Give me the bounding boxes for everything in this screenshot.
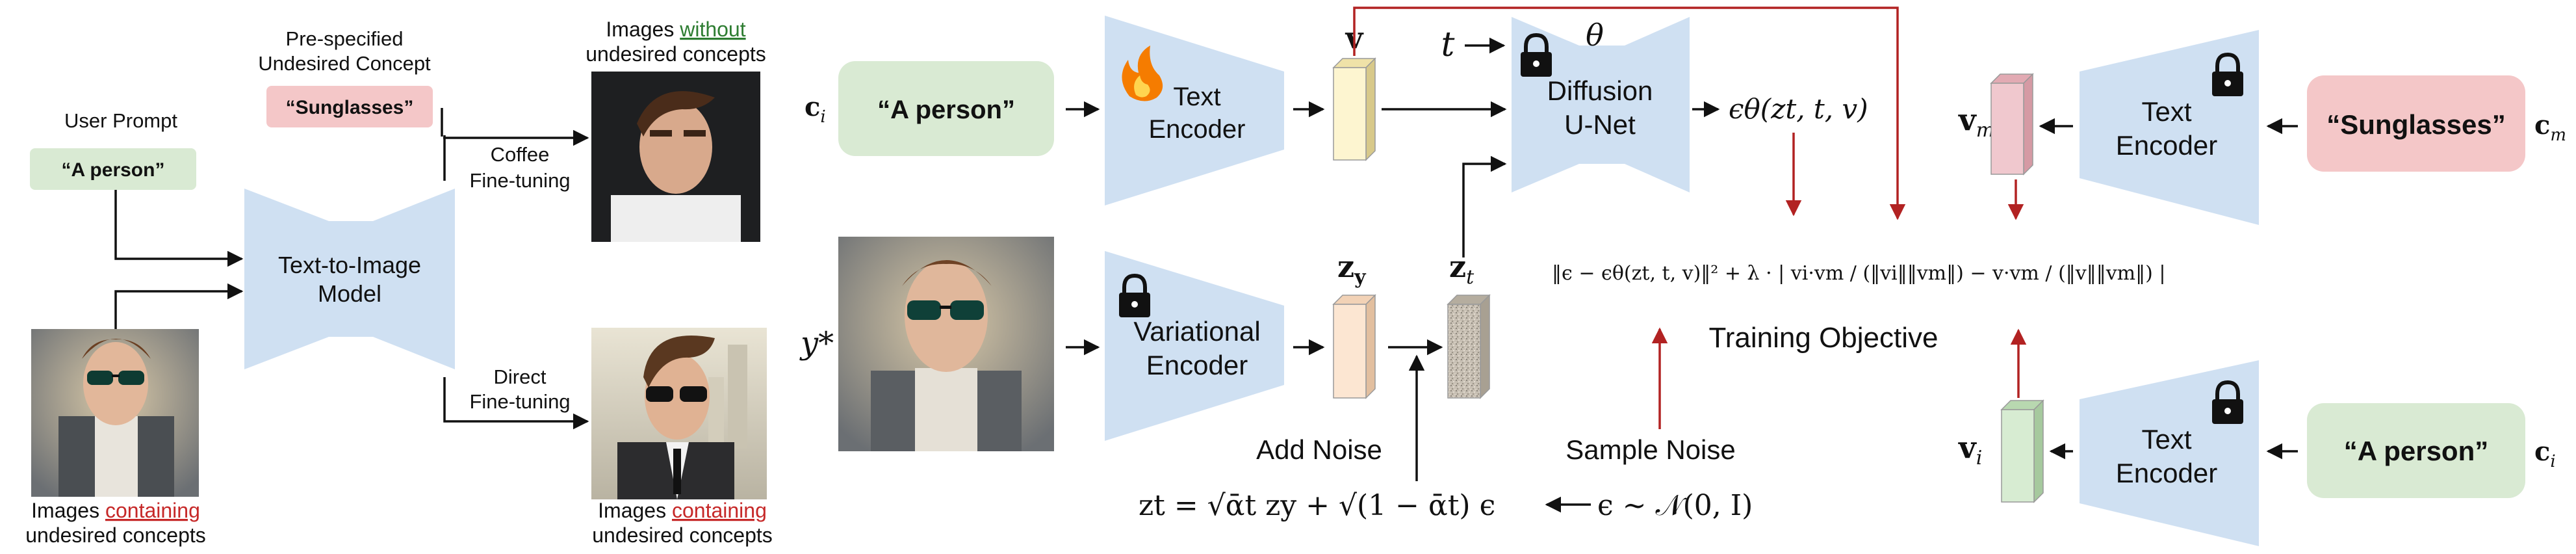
t-label: t (1441, 25, 1455, 64)
prompt-text-right: “A person” (2344, 436, 2488, 466)
arrow-direct (443, 377, 589, 430)
vi-label: vi (1958, 430, 1982, 469)
concept-text: “Sunglasses” (286, 97, 414, 118)
add-noise-label: Add Noise (1256, 434, 1382, 465)
prompt-box-middle (838, 61, 1054, 156)
text-encoder-bottom-line1: Text (2141, 424, 2191, 455)
img-containing-caption-line2: undesired concepts (25, 523, 206, 547)
target-image-with-sunglasses (838, 237, 1054, 451)
user-prompt-label: User Prompt (64, 109, 177, 132)
training-objective-label: Training Objective (1709, 322, 1938, 354)
lock-icon (1119, 273, 1150, 317)
cm-label: cm (2534, 110, 2566, 145)
direct-label-line2: Fine-tuning (469, 390, 570, 413)
vm-label: vm (1958, 102, 1994, 142)
output-image-with-sunglasses (591, 328, 767, 499)
ci-label: ci (805, 92, 826, 127)
concept-text-right: “Sunglasses” (2326, 109, 2505, 140)
unet-line2: U-Net (1564, 109, 1636, 140)
text-encoder-frozen-top (2080, 30, 2259, 225)
sample-noise-label: Sample Noise (1565, 434, 1735, 465)
img-without-caption-line2: undesired concepts (586, 42, 766, 66)
coffee-label-line2: Fine-tuning (469, 169, 570, 192)
direct-label-line1: Direct (494, 365, 547, 388)
lock-icon (1521, 33, 1552, 77)
lock-icon (2212, 380, 2243, 424)
ci-label-right: ci (2534, 436, 2556, 471)
concept-box-right (2307, 75, 2525, 172)
output-image-without-sunglasses (591, 72, 760, 242)
coffee-label-line1: Coffee (491, 143, 550, 166)
eps-sample: ϵ ∼ 𝒩(0, I) (1597, 489, 1753, 522)
unet-line1: Diffusion (1547, 75, 1653, 106)
concept-box (266, 86, 433, 127)
text-encoder-trainable-line1: Text (1173, 83, 1220, 111)
prespecified-label: Pre-specified (286, 27, 404, 50)
arrow-zt-to-unet (1462, 155, 1507, 257)
vi-vector (2000, 399, 2044, 503)
zy-label: zy (1337, 249, 1367, 289)
user-prompt-text: “A person” (62, 159, 165, 181)
img-containing-caption2-line2: undesired concepts (592, 523, 773, 547)
arrow-image-to-model (114, 283, 244, 333)
zy-vector (1332, 294, 1376, 399)
model-label-line1: Text-to-Image (278, 252, 421, 278)
red-arrow-v-to-objective (1353, 7, 1906, 220)
text-to-image-model (244, 189, 455, 369)
text-encoder-bottom-line2: Encoder (2116, 458, 2217, 488)
lock-icon (2212, 52, 2243, 96)
img-containing-caption-line1: Images containing (31, 499, 200, 522)
img-without-caption-line1: Images without (606, 18, 745, 41)
theta-label: θ (1586, 18, 1604, 53)
v-vector (1332, 57, 1376, 161)
ystar-label: y* (799, 325, 834, 362)
objective-equation: ‖ϵ − ϵθ(zt, t, v)‖² + λ · | vi·vm / (‖vi… (1552, 262, 2165, 285)
prompt-text-middle: “A person” (877, 96, 1015, 124)
diffusion-unet (1512, 17, 1690, 192)
undesired-concept-label: Undesired Concept (258, 52, 431, 75)
user-prompt-box (30, 148, 196, 190)
img-containing-caption2-line1: Images containing (598, 499, 767, 522)
zt-vector (1447, 294, 1491, 399)
arrow-prompt-to-model (114, 190, 244, 267)
vae-line1: Variational (1133, 316, 1260, 347)
text-encoder-top-line2: Encoder (2116, 130, 2217, 161)
input-image-with-sunglasses (31, 329, 199, 497)
prompt-box-right (2307, 403, 2525, 498)
zt-equation: zt = √ᾱt zy + √(1 − ᾱt) ϵ (1139, 489, 1495, 522)
zt-label: zt (1449, 249, 1475, 289)
text-encoder-top-line1: Text (2141, 96, 2191, 127)
text-encoder-trainable-line2: Encoder (1149, 115, 1246, 144)
fire-icon (1122, 46, 1163, 101)
vae-line2: Encoder (1146, 350, 1248, 380)
model-label-line2: Model (318, 280, 381, 307)
eps-output: ϵθ(zt, t, v) (1729, 93, 1868, 125)
vm-vector (1990, 73, 2034, 176)
